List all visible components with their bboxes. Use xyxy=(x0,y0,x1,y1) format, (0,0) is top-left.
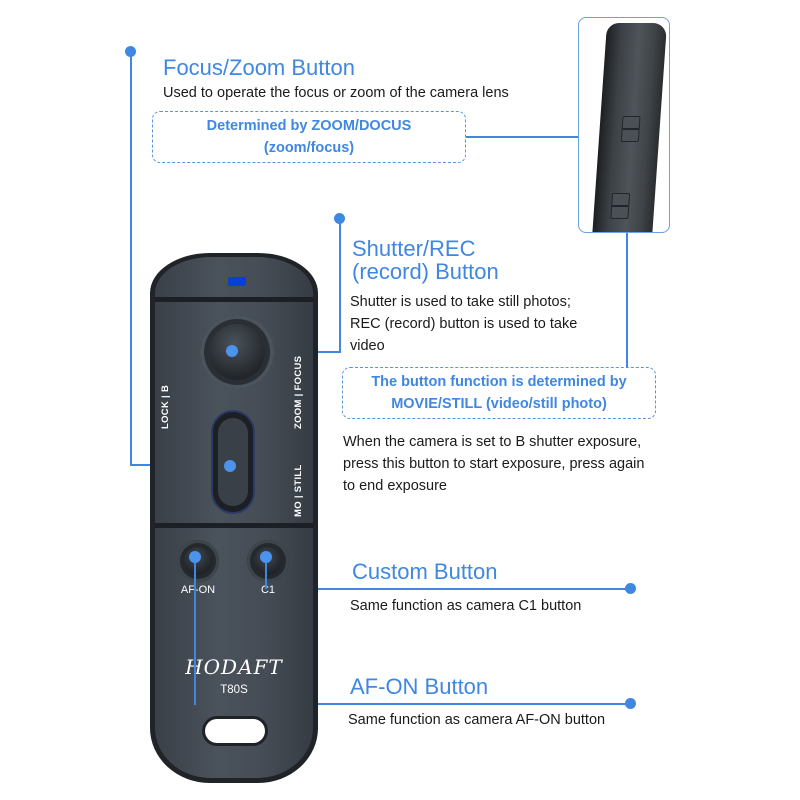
side-switch-lower xyxy=(610,193,631,219)
side-switch-upper xyxy=(620,116,641,142)
remote-face: LOCK | B ZOOM | FOCUS MO | STILL AF-ON C… xyxy=(155,257,313,778)
lock-b-label: LOCK | B xyxy=(160,384,171,429)
c1-button-marker xyxy=(260,551,272,563)
movie-still-note-line2: MOVIE/STILL (video/still photo) xyxy=(391,396,607,412)
focus-zoom-description: Used to operate the focus or zoom of the… xyxy=(163,85,509,101)
af-on-connector-vertical xyxy=(194,556,196,705)
model-number: T80S xyxy=(220,684,248,696)
af-on-connector-horizontal xyxy=(194,703,631,705)
movie-still-note: The button function is determined by MOV… xyxy=(342,367,656,419)
shutter-desc-line1: Shutter is used to take still photos; xyxy=(350,294,571,310)
shutter-title-line2: (record) Button xyxy=(352,259,499,284)
focus-zoom-note: Determined by ZOOM/DOCUS (zoom/focus) xyxy=(152,111,466,163)
bulb-desc-line1: When the camera is set to B shutter expo… xyxy=(343,434,642,450)
c1-connector-vertical xyxy=(265,556,267,589)
shutter-desc-line2: REC (record) button is used to take xyxy=(350,316,578,332)
focus-zoom-connector-vertical xyxy=(130,52,132,465)
note-to-inset-connector xyxy=(466,136,578,138)
movie-still-label: MO | STILL xyxy=(293,464,304,517)
af-on-button-marker xyxy=(189,551,201,563)
shutter-desc-line3: video xyxy=(350,338,385,354)
movie-still-note-line1: The button function is determined by xyxy=(371,374,627,390)
brand-logo: HODAFT xyxy=(185,655,283,679)
c1-button[interactable] xyxy=(247,540,289,582)
remote-control: LOCK | B ZOOM | FOCUS MO | STILL AF-ON C… xyxy=(150,253,318,783)
top-separator xyxy=(155,297,313,302)
focus-zoom-title: Focus/Zoom Button xyxy=(163,55,355,80)
bulb-desc-line3: to end exposure xyxy=(343,478,447,494)
custom-description: Same function as camera C1 button xyxy=(350,598,582,614)
custom-pointer-dot xyxy=(625,583,636,594)
shutter-pointer-dot xyxy=(334,213,345,224)
bulb-desc-line2: press this button to start exposure, pre… xyxy=(343,456,645,472)
af-on-title: AF-ON Button xyxy=(350,674,489,699)
focus-zoom-note-line1: Determined by ZOOM/DOCUS xyxy=(206,118,412,134)
custom-connector-horizontal xyxy=(265,588,631,590)
inset-to-still-note-connector xyxy=(626,233,628,367)
lanyard-hole xyxy=(205,719,265,743)
af-on-description: Same function as camera AF-ON button xyxy=(348,712,606,728)
side-view-inset xyxy=(578,17,670,233)
shutter-title-line1: Shutter/REC xyxy=(352,236,476,261)
remote-side-body xyxy=(590,23,668,232)
status-led xyxy=(228,277,246,286)
bottom-separator xyxy=(155,523,313,528)
zoom-focus-label: ZOOM | FOCUS xyxy=(293,355,304,429)
af-on-button-label: AF-ON xyxy=(180,584,216,596)
shutter-connector-vertical xyxy=(339,219,341,352)
custom-title: Custom Button xyxy=(352,559,498,584)
focus-zoom-pointer-dot xyxy=(125,46,136,57)
c1-button-label: C1 xyxy=(260,584,276,596)
shutter-button-marker xyxy=(226,345,238,357)
focus-zoom-note-line2: (zoom/focus) xyxy=(263,140,355,156)
rec-button-marker xyxy=(224,460,236,472)
af-on-pointer-dot xyxy=(625,698,636,709)
